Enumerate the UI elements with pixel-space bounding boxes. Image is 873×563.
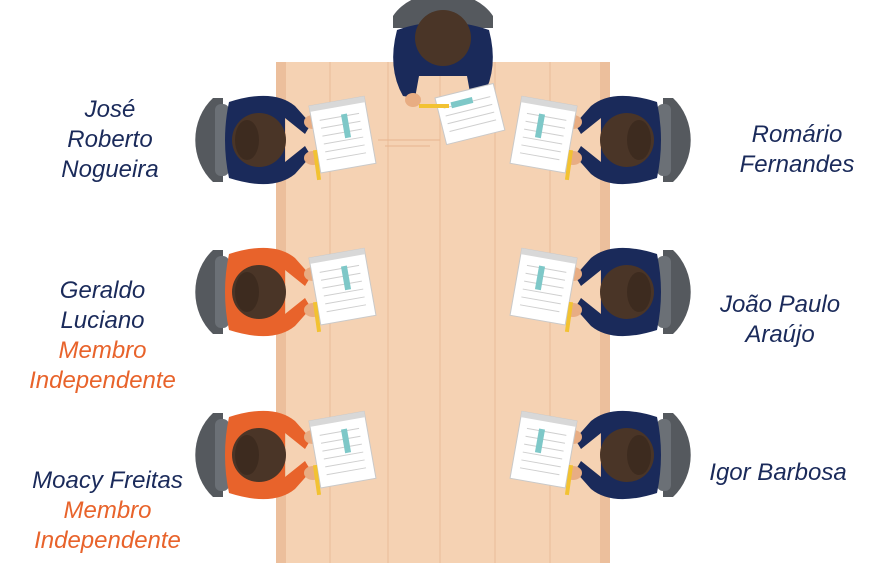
person-label-igor: Igor Barbosa — [693, 458, 863, 488]
person-label-joao-paulo: João Paulo Araújo — [700, 290, 860, 350]
name-line: João Paulo — [700, 290, 860, 320]
name-line: Fernandes — [722, 150, 872, 180]
role-line: Independente — [5, 526, 210, 556]
name-line: Moacy Freitas — [5, 466, 210, 496]
pencil-icon — [419, 104, 449, 108]
name-line: Geraldo — [0, 276, 205, 306]
name-line: Igor Barbosa — [693, 458, 863, 488]
name-line: Luciano — [0, 306, 205, 336]
person-label-romario: Romário Fernandes — [722, 120, 872, 180]
name-line: Araújo — [700, 320, 860, 350]
role-line: Membro — [5, 496, 210, 526]
name-line: Roberto — [45, 125, 175, 155]
name-line: Nogueira — [45, 155, 175, 185]
person-label-moacy: Moacy Freitas Membro Independente — [5, 466, 210, 556]
person-label-jose: José Roberto Nogueira — [45, 95, 175, 185]
name-line: Romário — [722, 120, 872, 150]
person-label-geraldo: Geraldo Luciano Membro Independente — [0, 276, 205, 396]
name-line: José — [45, 95, 175, 125]
role-line: Independente — [0, 366, 205, 396]
role-line: Membro — [0, 336, 205, 366]
